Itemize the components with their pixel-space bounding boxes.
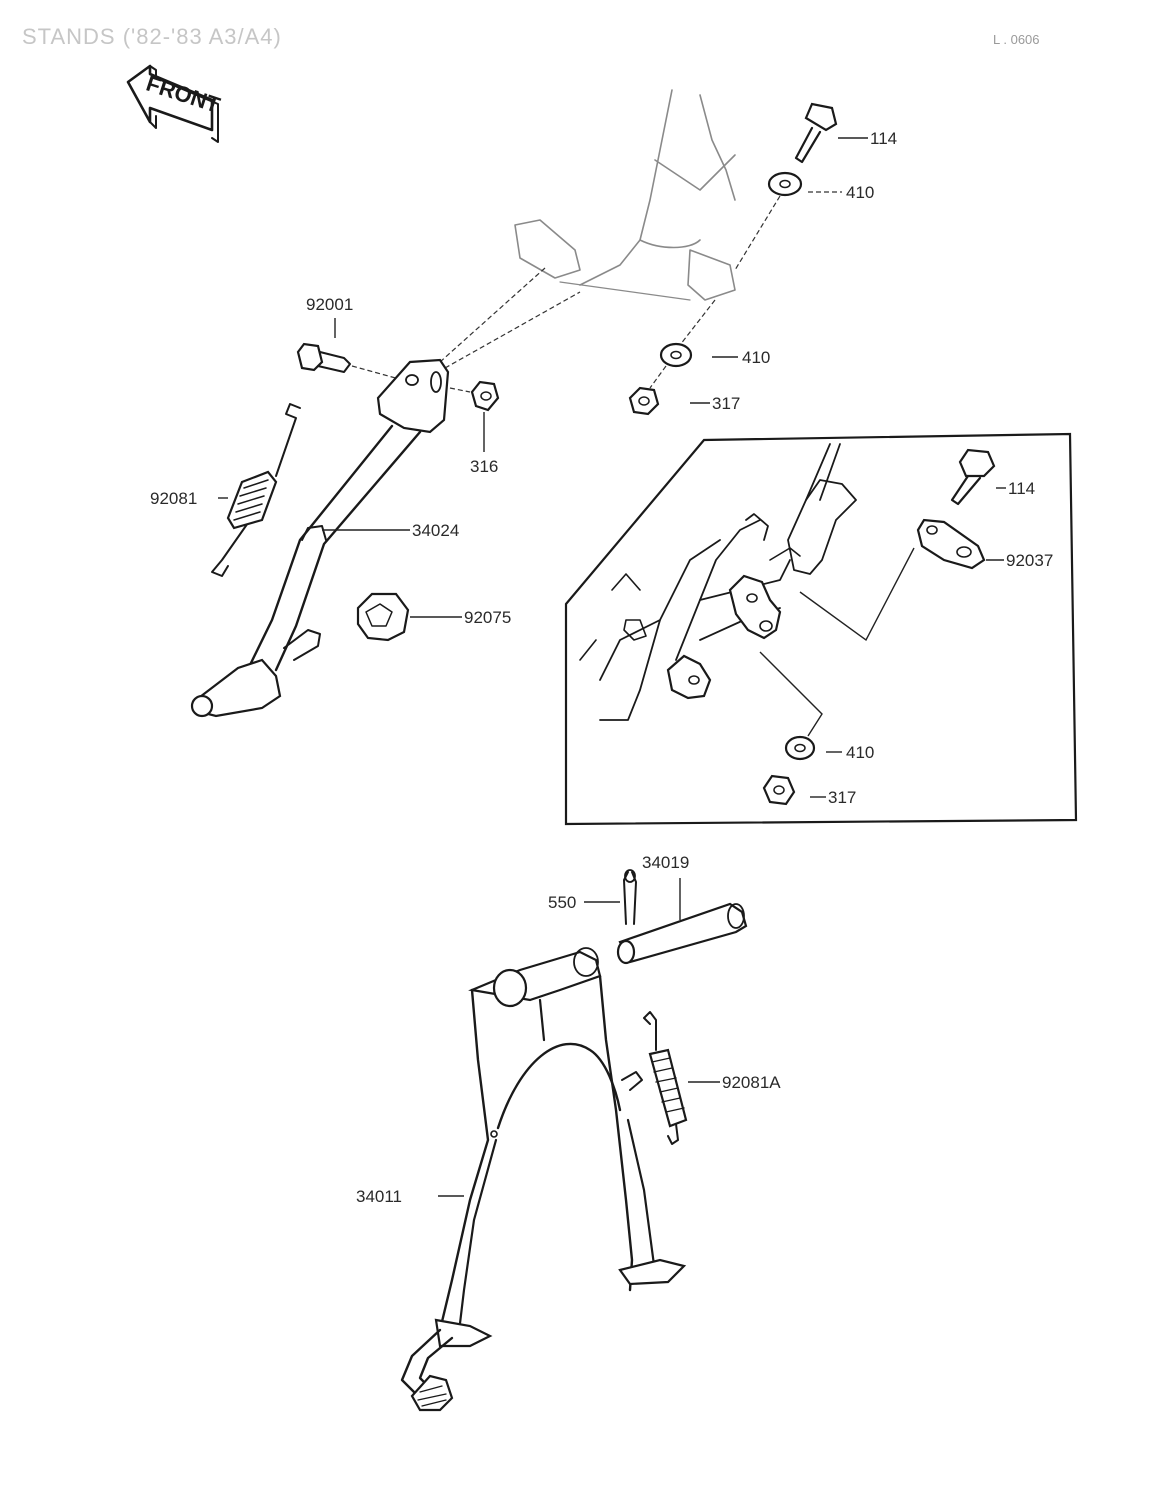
pivot-bolt-92001: [296, 342, 351, 373]
bolt-114-inset: [950, 448, 996, 506]
front-arrow-icon: FRONT: [126, 64, 224, 143]
nut-317-inset: [762, 774, 796, 806]
diagram-title: STANDS ('82-'83 A3/A4): [22, 24, 282, 49]
bolt-114-top: [794, 102, 838, 164]
label-92075: 92075: [464, 608, 511, 627]
label-410-top: 410: [846, 183, 874, 202]
rubber-stop-92075: [356, 592, 410, 642]
label-92081A: 92081A: [722, 1073, 781, 1092]
frame-outline: [514, 89, 736, 301]
label-92037: 92037: [1006, 551, 1053, 570]
washer-410-inset: [784, 735, 816, 761]
label-317-mid: 317: [712, 394, 740, 413]
label-92001: 92001: [306, 295, 353, 314]
inset-frame-detail: [579, 443, 857, 721]
nut-317-mid: [628, 386, 660, 416]
label-316: 316: [470, 457, 498, 476]
center-stand-34011: [400, 947, 687, 1412]
label-92081: 92081: [150, 489, 197, 508]
spring-92081A-center: [643, 1011, 688, 1145]
label-550: 550: [548, 893, 576, 912]
washer-410-top: [767, 171, 803, 197]
bracket-92037-inset: [916, 518, 986, 570]
label-34024: 34024: [412, 521, 459, 540]
label-34019: 34019: [642, 853, 689, 872]
label-410-inset: 410: [846, 743, 874, 762]
label-317-inset: 317: [828, 788, 856, 807]
page-reference: L . 0606: [993, 32, 1040, 47]
cotter-pin-550: [623, 869, 637, 925]
inset-border: [564, 432, 1078, 826]
label-410-mid: 410: [742, 348, 770, 367]
label-34011: 34011: [356, 1187, 402, 1206]
label-114-inset: 114: [1008, 479, 1035, 498]
washer-410-mid: [659, 342, 693, 368]
nut-316-side: [470, 380, 500, 412]
label-114-top: 114: [870, 129, 897, 148]
spring-92081-side: [211, 403, 301, 577]
shaft-34019: [616, 902, 748, 965]
side-stand-34024: [190, 358, 450, 718]
